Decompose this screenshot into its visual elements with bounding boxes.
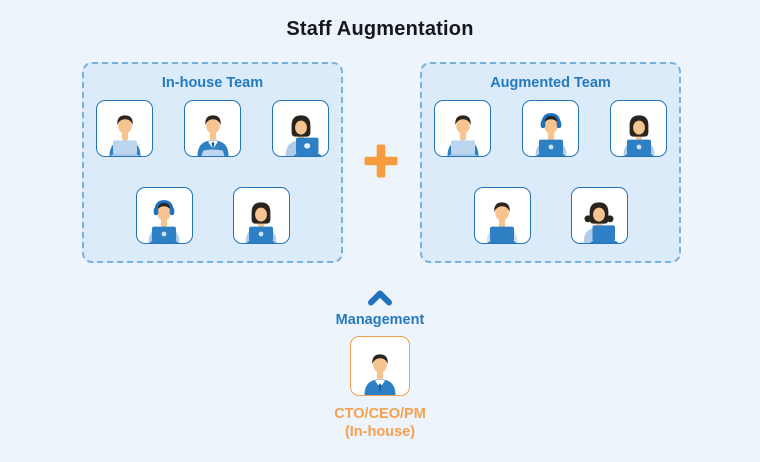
team-box-augmented: Augmented Team [420, 62, 681, 263]
headset-person-laptop-icon [140, 195, 188, 243]
man-tie-laptop-icon [478, 195, 526, 243]
man-blue-shirt-laptop-icon [101, 108, 149, 156]
chevron-up-icon [367, 289, 393, 306]
member-card [232, 187, 290, 244]
manager-card [350, 336, 410, 396]
team-members-row [84, 100, 341, 157]
member-card [96, 100, 153, 157]
headset-person-laptop-icon [527, 108, 575, 156]
man-collar-shirt-laptop-icon [439, 108, 487, 156]
member-card [272, 100, 329, 157]
woman-laptop-icon [237, 195, 285, 243]
page-title: Staff Augmentation [286, 18, 474, 40]
management-section: Management CTO/CEO/PM (In-house) [0, 289, 760, 441]
manager-role-line2: (In-house) [344, 423, 416, 440]
team-label: In-house Team [161, 75, 264, 91]
member-card [135, 187, 193, 244]
team-members-row [84, 187, 341, 244]
man-suit-laptop-icon [189, 108, 237, 156]
member-card [522, 100, 579, 157]
woman-laptop-icon [615, 108, 663, 156]
member-card [184, 100, 241, 157]
manager-role-label: CTO/CEO/PM (In-house) [334, 406, 426, 441]
member-card [610, 100, 667, 157]
woman-side-laptop-icon [277, 108, 325, 156]
woman-pigtails-laptop-icon [575, 195, 623, 243]
team-members-row [422, 187, 679, 244]
man-suit-icon [356, 347, 404, 395]
member-card [570, 187, 628, 244]
team-label: Augmented Team [490, 75, 611, 91]
member-card [434, 100, 491, 157]
management-label: Management [335, 312, 425, 328]
team-members-row [422, 100, 679, 157]
team-box-in-house: In-house Team [82, 62, 343, 263]
plus-icon [362, 142, 400, 180]
manager-role-line1: CTO/CEO/PM [334, 406, 426, 422]
member-card [473, 187, 531, 244]
